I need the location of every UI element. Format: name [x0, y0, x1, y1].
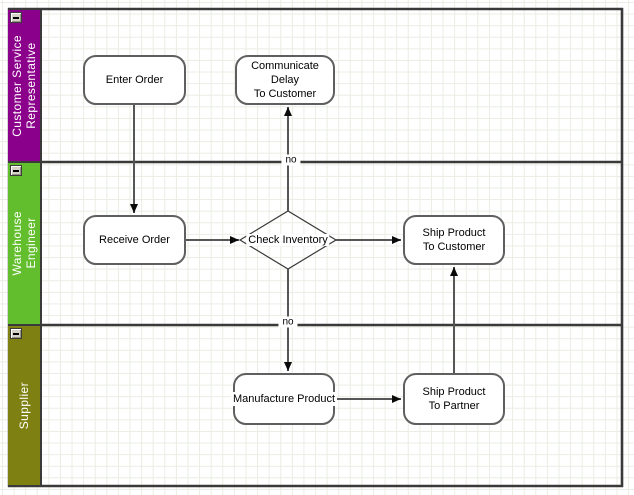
- node-enter-order[interactable]: Enter Order: [83, 55, 186, 105]
- node-communicate-delay-to-customer[interactable]: Communicate Delay To Customer: [235, 55, 335, 105]
- lane-label: Warehouse Engineer: [8, 163, 40, 324]
- lane-label-line: Warehouse: [10, 211, 24, 276]
- node-label: Manufacture Product: [230, 392, 338, 406]
- minus-icon: [13, 17, 19, 19]
- node-label-line: To Partner: [428, 400, 480, 412]
- node-label-line: Delay: [270, 74, 300, 86]
- lane-label: Supplier: [8, 326, 40, 485]
- minus-icon: [13, 333, 19, 335]
- edge-label-no-to-manufacture[interactable]: no: [278, 316, 298, 328]
- lane-label-line: Customer Service: [10, 34, 24, 137]
- node-label-line: To Customer: [422, 241, 486, 253]
- lane-label-line: Representative: [24, 42, 38, 129]
- lane-header-warehouse-engineer[interactable]: Warehouse Engineer: [8, 163, 40, 324]
- node-check-inventory[interactable]: Check Inventory: [246, 234, 330, 246]
- node-ship-product-to-partner[interactable]: Ship Product To Partner: [403, 373, 505, 425]
- node-label: Check Inventory: [248, 234, 328, 246]
- lane-label-line: Engineer: [24, 217, 38, 270]
- collapse-lane-button[interactable]: [10, 12, 22, 23]
- node-receive-order[interactable]: Receive Order: [83, 215, 186, 265]
- lane-label: Customer Service Representative: [8, 10, 40, 161]
- node-label-line: Communicate: [251, 60, 319, 72]
- node-manufacture-product[interactable]: Manufacture Product: [230, 373, 338, 425]
- lane-label-line: Supplier: [17, 381, 31, 430]
- node-label-line: To Customer: [253, 88, 317, 100]
- collapse-lane-button[interactable]: [10, 165, 22, 176]
- edge-label-no-to-delay[interactable]: no: [281, 154, 301, 166]
- lane-header-supplier[interactable]: Supplier: [8, 326, 40, 485]
- node-label: Receive Order: [99, 234, 170, 246]
- node-label: Enter Order: [105, 74, 164, 86]
- minus-icon: [13, 170, 19, 172]
- lane-header-customer-service-representative[interactable]: Customer Service Representative: [8, 10, 40, 161]
- node-ship-product-to-customer[interactable]: Ship Product To Customer: [403, 215, 505, 265]
- node-label-line: Ship Product: [422, 386, 486, 398]
- node-label-line: Ship Product: [422, 227, 486, 239]
- collapse-lane-button[interactable]: [10, 328, 22, 339]
